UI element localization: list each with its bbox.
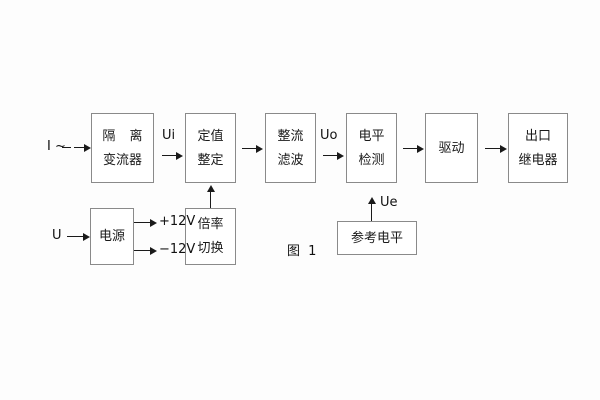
lead-supply-pos <box>134 222 153 223</box>
block-setting-adjust: 定值 整定 <box>185 113 236 183</box>
link-rectify-to-level-detect <box>323 155 338 156</box>
link-range-switch-to-setting <box>210 192 211 208</box>
arrow-reference-to-level-detect <box>368 197 376 204</box>
figure-caption: 图 1 <box>287 244 319 259</box>
arrow-voltage-input <box>83 233 90 241</box>
block-level-detect-line2: 检测 <box>358 152 385 168</box>
block-range-switch-line2: 切换 <box>197 241 224 256</box>
block-rectify-line2: 滤波 <box>277 152 304 168</box>
block-output-relay: 出口 继电器 <box>508 113 568 183</box>
block-output-relay-line1: 出口 <box>524 128 551 144</box>
lead-supply-neg <box>134 250 153 251</box>
arrow-range-switch-to-setting <box>207 185 215 192</box>
block-power-supply: 电源 <box>90 208 134 265</box>
block-setting-line1: 定值 <box>197 128 224 144</box>
block-level-detect-line1: 电平 <box>358 128 385 144</box>
block-rectify-line1: 整流 <box>277 128 304 144</box>
block-level-detection: 电平 检测 <box>346 113 397 183</box>
label-supply-pos: +12V <box>159 214 196 229</box>
block-isolation-current-transformer: 隔 离 变流器 <box>91 113 154 183</box>
lead-voltage-input-line <box>71 236 84 237</box>
arrow-supply-neg <box>150 247 157 255</box>
block-reference-level: 参考电平 <box>337 221 417 255</box>
arrow-isolation-to-setting <box>176 152 183 160</box>
arrow-setting-to-rectify <box>256 145 263 153</box>
label-signal-ui: Ui <box>162 128 176 143</box>
label-voltage-input: U <box>52 228 62 243</box>
block-power-supply-label: 电源 <box>98 229 125 244</box>
block-reference-level-label: 参考电平 <box>350 230 403 246</box>
block-range-switch-line1: 倍率 <box>197 217 224 232</box>
link-setting-to-rectify <box>242 148 257 149</box>
link-level-detect-to-drive <box>403 148 418 149</box>
arrow-rectify-to-level-detect <box>337 152 344 160</box>
lead-current-input-line <box>74 147 85 148</box>
label-signal-uo: Uo <box>320 128 338 143</box>
block-rectify-filter: 整流 滤波 <box>265 113 316 183</box>
lead-current-input-dash <box>62 147 71 148</box>
arrow-level-detect-to-drive <box>417 145 424 153</box>
arrow-drive-to-output-relay <box>500 145 507 153</box>
link-reference-to-level-detect <box>371 204 372 221</box>
arrow-supply-pos <box>150 219 157 227</box>
block-drive-label: 驱动 <box>438 140 465 156</box>
label-supply-neg: −12V <box>159 242 196 257</box>
block-drive: 驱动 <box>425 113 478 183</box>
block-output-relay-line2: 继电器 <box>518 152 558 168</box>
link-isolation-to-setting <box>162 155 177 156</box>
label-current-input: I ~ <box>47 139 66 154</box>
block-isolation-line2: 变流器 <box>102 152 142 168</box>
link-drive-to-output-relay <box>485 148 501 149</box>
block-setting-line2: 整定 <box>197 152 224 168</box>
block-isolation-line1: 隔 离 <box>102 128 148 144</box>
arrow-current-input <box>84 144 91 152</box>
label-signal-ue: Ue <box>380 195 398 210</box>
block-range-switch: 倍率 切换 <box>185 208 236 265</box>
